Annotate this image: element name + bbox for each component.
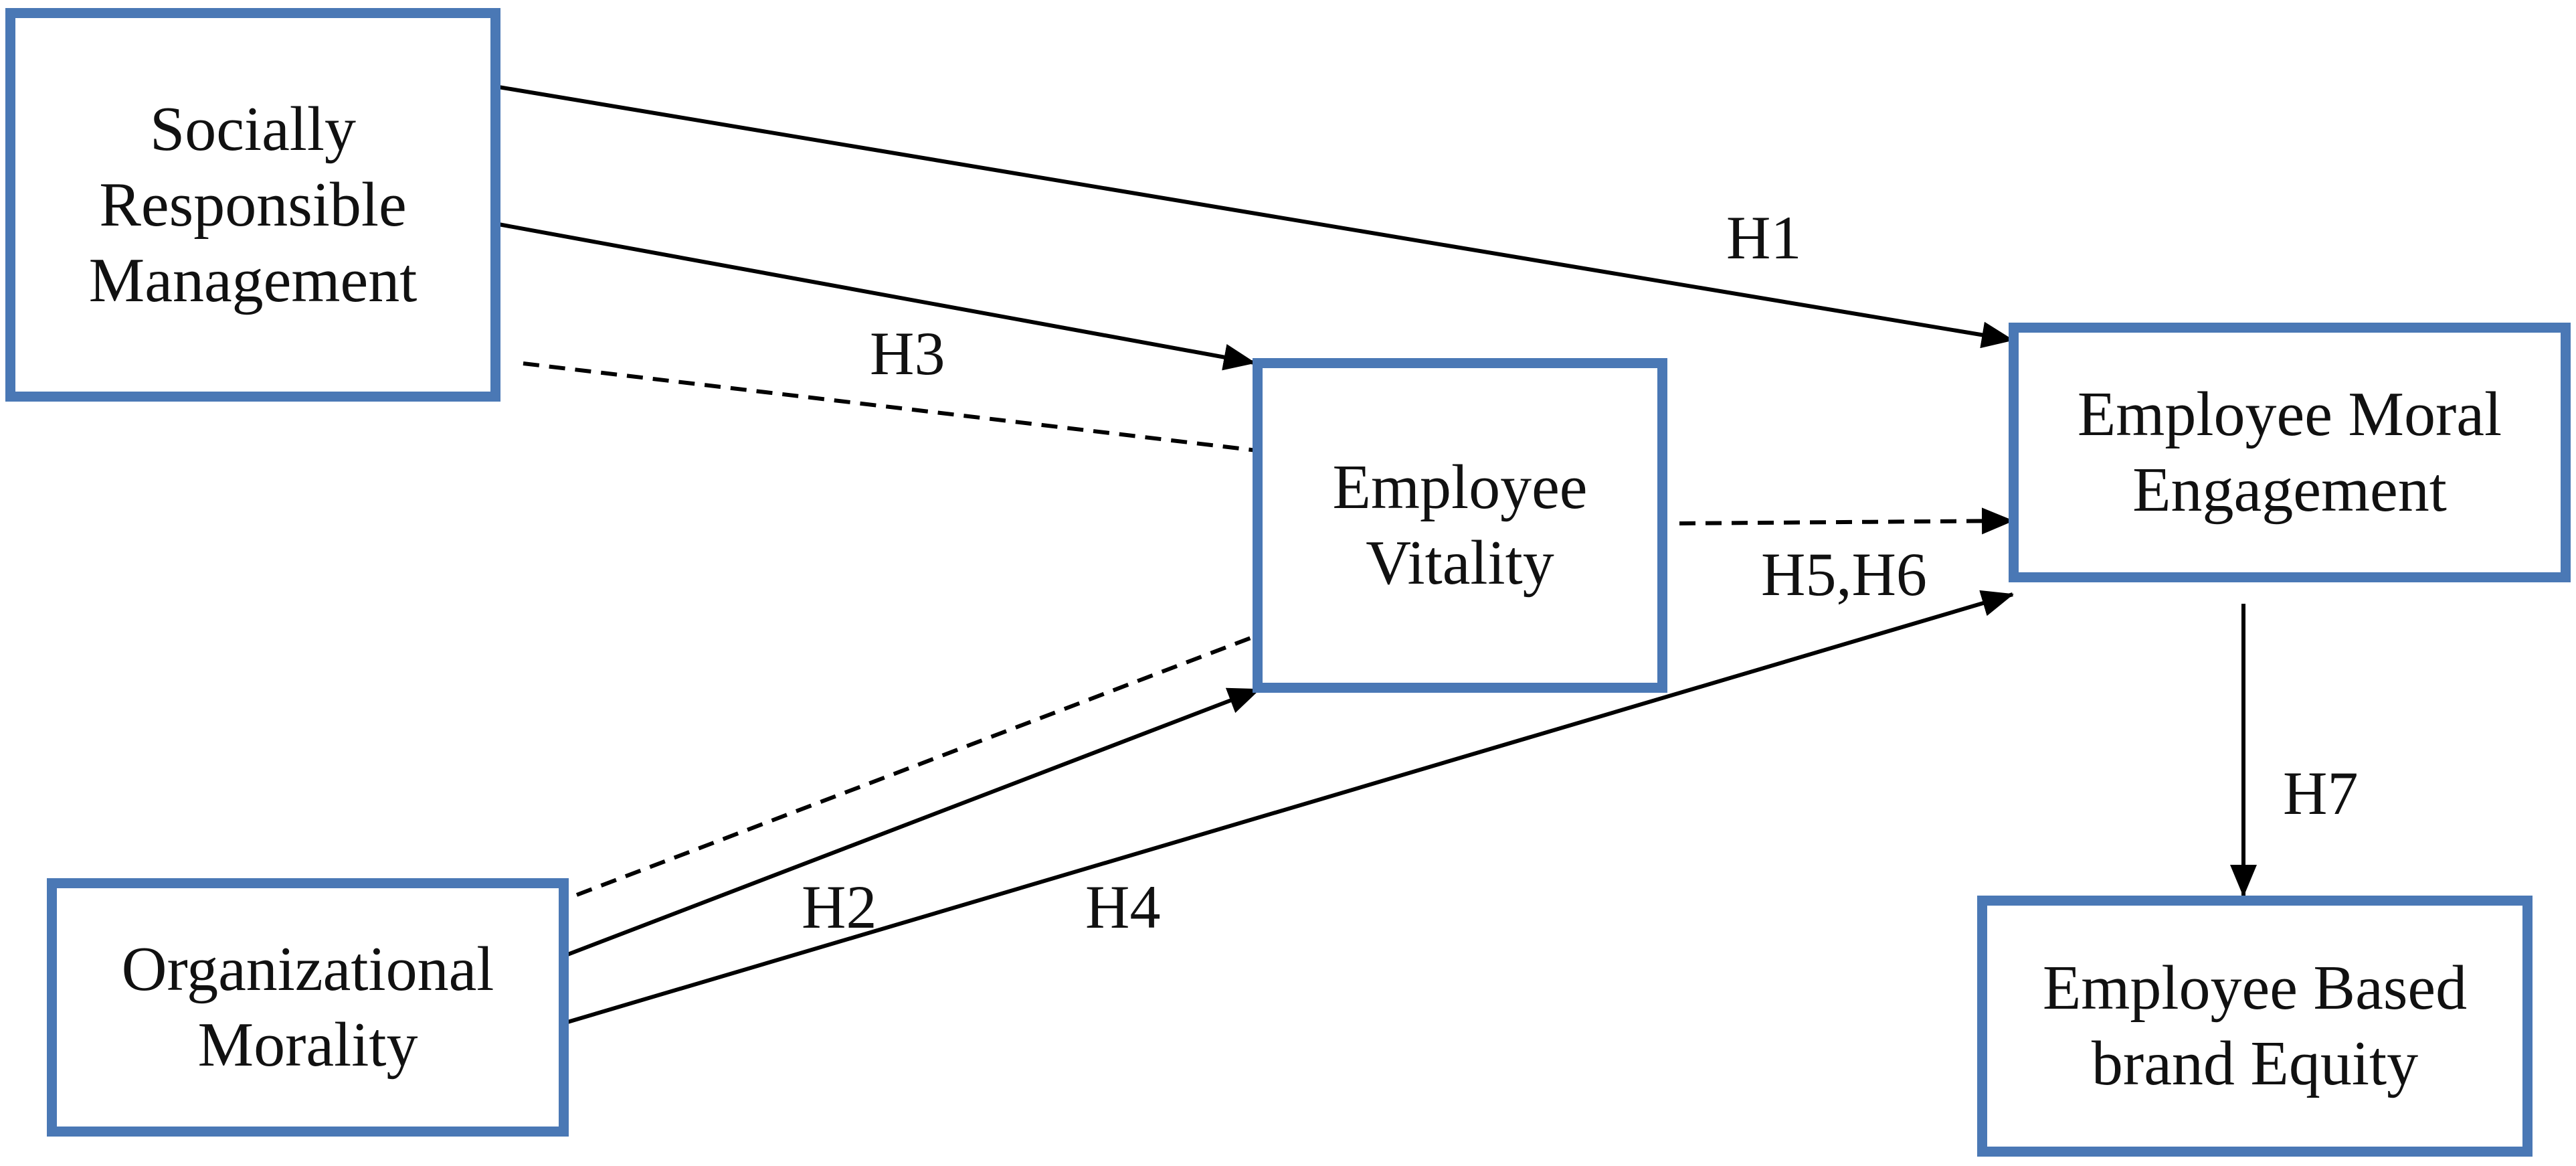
node-ebbe-line-2: brand Equity <box>2091 1029 2419 1098</box>
mediation-dashed-line-om <box>575 635 1254 897</box>
node-ebbe-line-1: Employee Based <box>2042 953 2468 1023</box>
edge-h2-line <box>559 687 1261 959</box>
edge-h5h6-line <box>1679 507 2014 535</box>
node-srm-line-1: Socially <box>149 94 357 164</box>
node-employee-vitality: Employee Vitality <box>1253 358 1667 693</box>
edge-label-h7: H7 <box>2283 759 2359 827</box>
edge-h4-line <box>560 590 2014 1026</box>
node-om-line-1: Organizational <box>121 934 494 1004</box>
node-ev-line-2: Vitality <box>1366 528 1554 598</box>
node-employee-based-brand-equity: Employee Based brand Equity <box>1977 896 2533 1157</box>
node-organizational-morality: Organizational Morality <box>47 878 569 1137</box>
edge-label-h2: H2 <box>802 873 877 941</box>
node-srm-line-3: Management <box>88 245 418 315</box>
node-socially-responsible-management: Socially Responsible Management <box>5 8 500 402</box>
edge-label-h5h6: H5,H6 <box>1761 540 1927 608</box>
edge-h3-line <box>498 222 1256 371</box>
node-ev-line-1: Employee <box>1332 452 1588 522</box>
node-eme-line-2: Engagement <box>2132 455 2447 525</box>
mediation-dashed-line-srm <box>523 361 1257 452</box>
edge-h1-line <box>498 85 2014 349</box>
node-eme-line-1: Employee Moral <box>2077 380 2502 449</box>
edge-label-h3: H3 <box>870 319 945 388</box>
edge-label-h1: H1 <box>1726 203 1802 272</box>
node-employee-moral-engagement: Employee Moral Engagement <box>2009 323 2571 582</box>
edge-label-h4: H4 <box>1085 873 1161 941</box>
node-srm-line-2: Responsible <box>99 169 407 240</box>
node-om-line-2: Morality <box>197 1010 418 1080</box>
